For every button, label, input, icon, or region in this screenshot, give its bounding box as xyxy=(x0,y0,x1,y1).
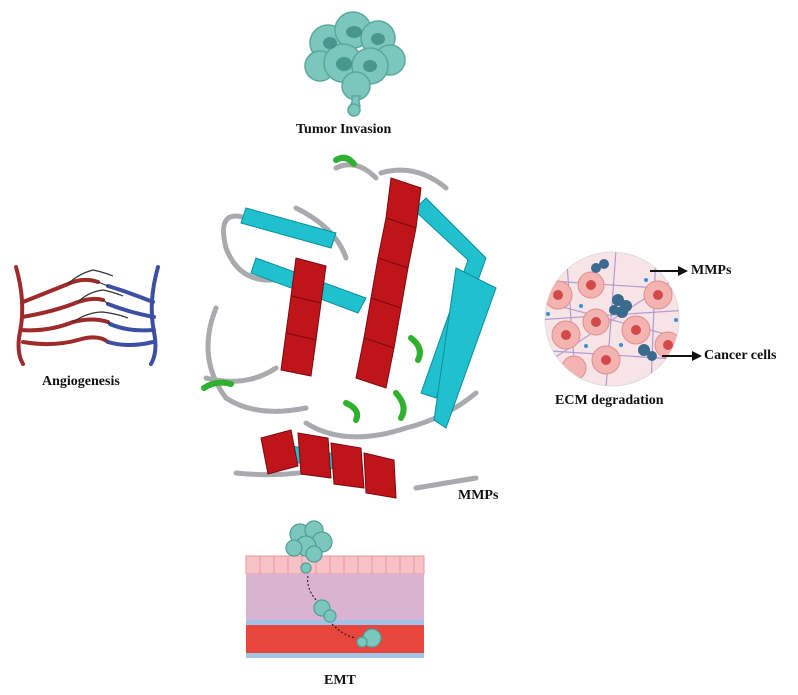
emt-panel xyxy=(244,516,426,660)
emt-tissue-icon xyxy=(245,520,425,658)
emt-label: EMT xyxy=(324,673,356,688)
tumor-invasion-panel xyxy=(298,8,413,120)
ecm-tissue-icon xyxy=(544,251,680,387)
cancer-cells-callout-label: Cancer cells xyxy=(704,348,777,363)
mmps-protein-label: MMPs xyxy=(458,488,499,503)
tumor-invasion-label: Tumor Invasion xyxy=(296,122,392,137)
mmp-protein-structure xyxy=(186,148,516,518)
ecm-degradation-panel xyxy=(536,250,688,388)
mmps-arrow-icon xyxy=(650,266,688,276)
vasculature-icon xyxy=(14,265,160,366)
ecm-degradation-label: ECM degradation xyxy=(555,393,664,408)
mmps-callout-label: MMPs xyxy=(691,263,732,278)
protein-ribbon-icon xyxy=(201,154,497,499)
tumor-cluster-icon xyxy=(304,11,406,117)
angiogenesis-label: Angiogenesis xyxy=(42,374,120,389)
cancer-cells-arrow-icon xyxy=(662,351,702,361)
angiogenesis-panel xyxy=(8,262,166,368)
